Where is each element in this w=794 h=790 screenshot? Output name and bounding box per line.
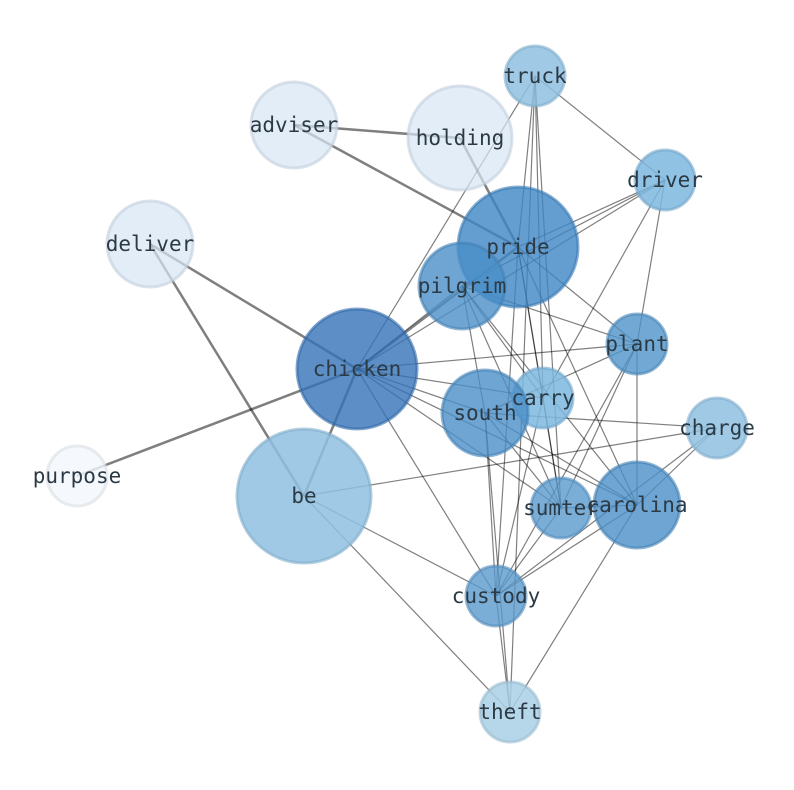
node-holding	[406, 84, 514, 192]
node-label-plant: plant	[605, 332, 668, 356]
node-deliver	[105, 199, 195, 289]
edge-charge-be	[303, 427, 718, 497]
node-theft	[478, 680, 542, 744]
node-south	[440, 368, 530, 458]
node-label-charge: charge	[679, 416, 755, 440]
edge-carry-custody	[495, 397, 544, 597]
node-label-carry: carry	[511, 386, 574, 410]
node-label-holding: holding	[416, 126, 505, 150]
node-be	[235, 427, 373, 565]
node-label-deliver: deliver	[106, 232, 195, 256]
node-label-purpose: purpose	[33, 464, 122, 488]
node-chicken	[295, 307, 419, 431]
node-label-be: be	[291, 484, 316, 508]
node-label-chicken: chicken	[313, 357, 402, 381]
node-layer	[45, 44, 749, 744]
node-label-south: south	[453, 401, 516, 425]
node-label-pilgrim: pilgrim	[418, 274, 507, 298]
node-label-theft: theft	[478, 700, 541, 724]
node-sumter	[529, 476, 593, 540]
node-label-driver: driver	[627, 168, 703, 192]
node-label-sumter: sumter	[523, 496, 599, 520]
node-charge	[685, 396, 749, 460]
node-custody	[464, 564, 528, 628]
node-label-truck: truck	[503, 64, 567, 88]
edge-plant-custody	[495, 343, 638, 597]
node-label-adviser: adviser	[250, 113, 339, 137]
label-layer: truck adviser holding driver deliver pride pil…	[33, 64, 755, 724]
node-truck	[503, 44, 567, 108]
node-carolina	[592, 460, 682, 550]
node-plant	[605, 312, 669, 376]
node-label-custody: custody	[452, 584, 541, 608]
node-label-carolina: carolina	[586, 493, 687, 517]
edge-driver-carry	[542, 179, 666, 399]
node-driver	[633, 148, 697, 212]
edge-south-theft	[484, 412, 511, 713]
node-adviser	[249, 80, 339, 170]
node-pilgrim	[417, 241, 507, 331]
node-label-pride: pride	[486, 235, 549, 259]
node-purpose	[45, 444, 109, 508]
